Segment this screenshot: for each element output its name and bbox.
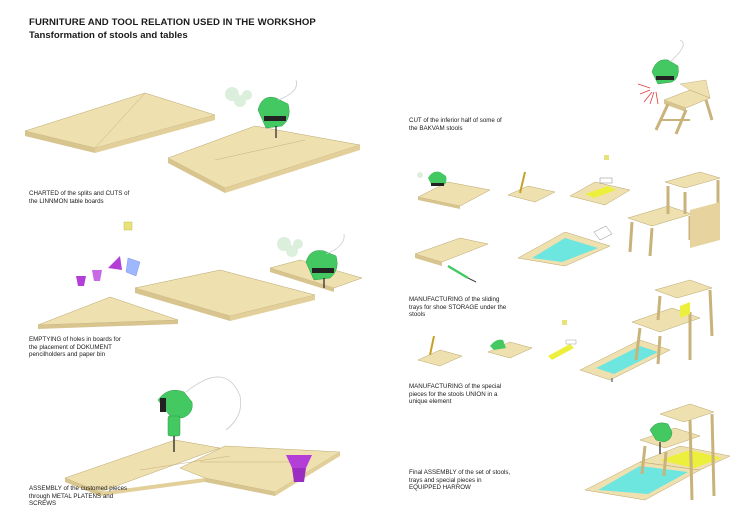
page-subtitle: Tansformation of stools and tables bbox=[29, 30, 188, 41]
tray-board-a bbox=[417, 181, 491, 209]
spark-lines bbox=[637, 83, 659, 105]
violet-pieces bbox=[76, 256, 141, 286]
cube-icon bbox=[123, 221, 133, 231]
smoke-puff-icon bbox=[225, 87, 252, 107]
jigsaw-icon bbox=[417, 171, 447, 186]
assembly-boards bbox=[64, 439, 341, 496]
board-left-1 bbox=[24, 92, 216, 153]
tray-board-c bbox=[569, 181, 631, 206]
board-right-2 bbox=[134, 269, 316, 321]
drill-icon bbox=[649, 422, 673, 454]
caption-special: MANUFACTURING of the special pieces for … bbox=[409, 383, 502, 406]
caption-emptying: EMPTYING of holes in boards for the plac… bbox=[29, 336, 121, 359]
final-assembly bbox=[584, 403, 731, 501]
board-right-1 bbox=[167, 125, 361, 193]
board-triangle-2 bbox=[37, 296, 179, 329]
tray-cyan bbox=[517, 231, 611, 267]
stool-stack-1 bbox=[627, 171, 721, 257]
glue-tube-icon bbox=[599, 155, 613, 184]
yellow-piece bbox=[548, 320, 577, 360]
page-title: FURNITURE AND TOOL RELATION USED IN THE … bbox=[29, 17, 316, 28]
caption-cut: CUT of the inferior half of some of the … bbox=[409, 117, 502, 132]
jigsaw-icon bbox=[305, 233, 345, 288]
caption-assembly: ASSEMBLY of the customed pieces through … bbox=[29, 485, 128, 508]
special-board-b bbox=[487, 339, 533, 359]
smoke-puff-icon bbox=[277, 237, 303, 257]
jigsaw-icon bbox=[257, 79, 297, 138]
stool-group-2 bbox=[579, 279, 714, 382]
violet-bin bbox=[286, 455, 312, 482]
pen-icon bbox=[429, 335, 435, 356]
tray-board-b bbox=[507, 185, 556, 203]
stool-cut bbox=[654, 79, 714, 135]
pen-icon bbox=[519, 171, 526, 194]
glue-tube-icon bbox=[593, 225, 613, 241]
caption-sliding: MANUFACTURING of the sliding trays for s… bbox=[409, 296, 507, 319]
special-board-a bbox=[417, 349, 463, 367]
drill-icon bbox=[157, 376, 242, 452]
tray-plain bbox=[414, 237, 489, 266]
caption-final: Final ASSEMBLY of the set of stools, tra… bbox=[409, 469, 511, 492]
screwdriver-icon bbox=[447, 264, 477, 283]
jigsaw-icon bbox=[651, 39, 684, 85]
caption-charted: CHARTED of the splits and CUTS of the LI… bbox=[29, 190, 130, 205]
